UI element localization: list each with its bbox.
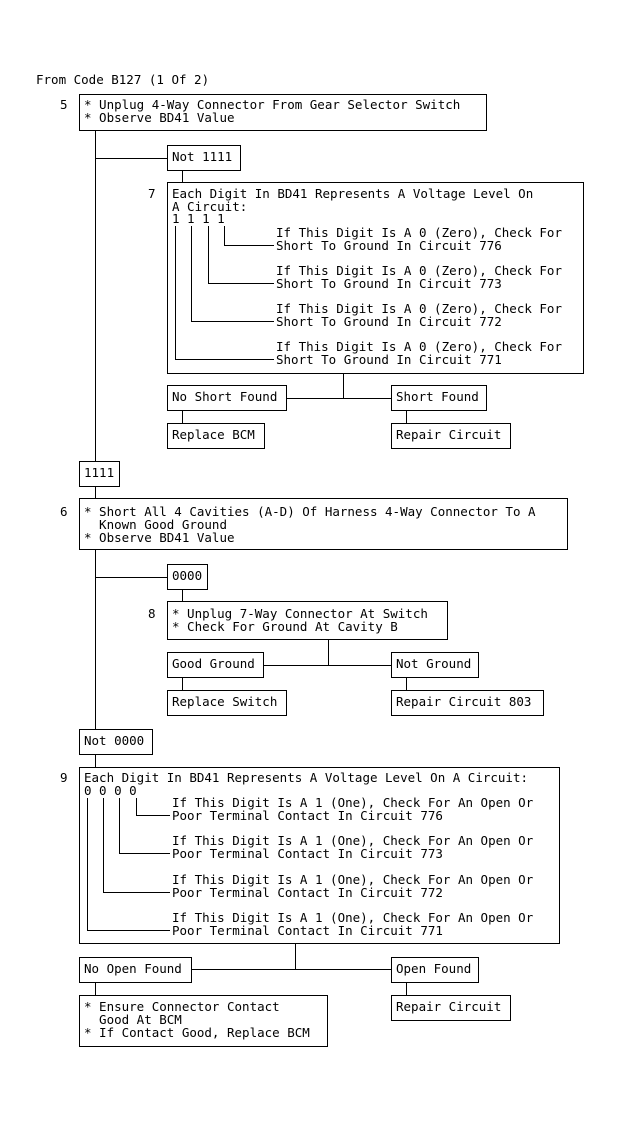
step-7-intro-1: Each Digit In BD41 Represents A Voltage … xyxy=(172,186,533,201)
step-7-check-773-line-2: Short To Ground In Circuit 773 xyxy=(276,276,502,291)
repair-circuit-box-2 xyxy=(391,995,511,1021)
step-7-check-776-line-2: Short To Ground In Circuit 776 xyxy=(276,238,502,253)
good-ground-label: Good Ground xyxy=(172,656,255,671)
step-7-check-773-line-1: If This Digit Is A 0 (Zero), Check For xyxy=(276,263,562,278)
ensure-contact-line-2: Good At BCM xyxy=(84,1012,182,1027)
step-9-digit-4-connector xyxy=(136,798,170,816)
step-8-line-1: * Unplug 7-Way Connector At Switch xyxy=(172,606,428,621)
step-7-check-771-line-2: Short To Ground In Circuit 771 xyxy=(276,352,502,367)
replace-bcm-label: Replace BCM xyxy=(172,427,255,442)
step-9-digit-1-connector xyxy=(87,798,170,931)
step-7-box xyxy=(167,182,584,374)
step-9-check-776-line-1: If This Digit Is A 1 (One), Check For An… xyxy=(172,795,534,810)
no-short-found-box xyxy=(167,385,287,411)
replace-switch-label: Replace Switch xyxy=(172,694,277,709)
not-1111-label: Not 1111 xyxy=(172,149,232,164)
step-9-intro: Each Digit In BD41 Represents A Voltage … xyxy=(84,770,528,785)
step-7-check-771-line-1: If This Digit Is A 0 (Zero), Check For xyxy=(276,339,562,354)
step-7-digits: 1 1 1 1 xyxy=(172,211,225,226)
step-5-box xyxy=(79,94,487,131)
not-0000-box xyxy=(79,729,153,755)
box-0000 xyxy=(167,564,208,590)
repair-circuit-box-1 xyxy=(391,423,511,449)
step-5-number: 5 xyxy=(60,97,68,112)
step-7-digit-4-connector xyxy=(224,226,274,246)
not-ground-box xyxy=(391,652,479,678)
step-8-box xyxy=(167,601,448,640)
step-9-box xyxy=(79,767,560,944)
not-1111-box xyxy=(167,145,241,171)
step-9-check-776-line-2: Poor Terminal Contact In Circuit 776 xyxy=(172,808,443,823)
no-open-found-box xyxy=(79,957,192,983)
box-1111 xyxy=(79,461,120,487)
no-open-found-label: No Open Found xyxy=(84,961,182,976)
open-found-box xyxy=(391,957,479,983)
step-5-line-2: * Observe BD41 Value xyxy=(84,110,235,125)
header-text: From Code B127 (1 Of 2) xyxy=(36,72,209,87)
step-8-line-2: * Check For Ground At Cavity B xyxy=(172,619,398,634)
step-9-check-773-line-2: Poor Terminal Contact In Circuit 773 xyxy=(172,846,443,861)
step-7-check-776-line-1: If This Digit Is A 0 (Zero), Check For xyxy=(276,225,562,240)
step-5-line-1: * Unplug 4-Way Connector From Gear Selec… xyxy=(84,97,460,112)
step-7-check-772-line-2: Short To Ground In Circuit 772 xyxy=(276,314,502,329)
label-1111: 1111 xyxy=(84,465,114,480)
no-short-found-label: No Short Found xyxy=(172,389,277,404)
step-6-line-1: * Short All 4 Cavities (A-D) Of Harness … xyxy=(84,504,536,519)
step-7-check-772-line-1: If This Digit Is A 0 (Zero), Check For xyxy=(276,301,562,316)
ensure-contact-line-3: * If Contact Good, Replace BCM xyxy=(84,1025,310,1040)
step-9-digit-2-connector xyxy=(103,798,170,893)
step-7-intro-2: A Circuit: xyxy=(172,199,247,214)
step-7-digit-2-connector xyxy=(191,226,274,322)
short-found-box xyxy=(391,385,487,411)
replace-switch-box xyxy=(167,690,287,716)
not-ground-label: Not Ground xyxy=(396,656,471,671)
not-0000-label: Not 0000 xyxy=(84,733,144,748)
replace-bcm-box xyxy=(167,423,265,449)
ensure-contact-box xyxy=(79,995,328,1047)
step-9-digit-3-connector xyxy=(119,798,170,854)
repair-803-label: Repair Circuit 803 xyxy=(396,694,531,709)
short-found-label: Short Found xyxy=(396,389,479,404)
repair-803-box xyxy=(391,690,544,716)
step-9-check-772-line-1: If This Digit Is A 1 (One), Check For An… xyxy=(172,872,534,887)
step-9-check-771-line-1: If This Digit Is A 1 (One), Check For An… xyxy=(172,910,534,925)
step-7-digit-3-connector xyxy=(208,226,274,284)
label-0000: 0000 xyxy=(172,568,202,583)
step-9-number: 9 xyxy=(60,770,68,785)
step-7-number: 7 xyxy=(148,186,156,201)
step-7-digit-1-connector xyxy=(175,226,274,360)
step-8-number: 8 xyxy=(148,606,156,621)
repair-circuit-label-1: Repair Circuit xyxy=(396,427,501,442)
step-9-check-772-line-2: Poor Terminal Contact In Circuit 772 xyxy=(172,885,443,900)
repair-circuit-label-2: Repair Circuit xyxy=(396,999,501,1014)
good-ground-box xyxy=(167,652,264,678)
step-6-line-2: Known Good Ground xyxy=(84,517,227,532)
step-9-check-771-line-2: Poor Terminal Contact In Circuit 771 xyxy=(172,923,443,938)
step-6-number: 6 xyxy=(60,504,68,519)
open-found-label: Open Found xyxy=(396,961,471,976)
step-6-box xyxy=(79,498,568,550)
step-9-digits: 0 0 0 0 xyxy=(84,783,137,798)
step-6-line-3: * Observe BD41 Value xyxy=(84,530,235,545)
ensure-contact-line-1: * Ensure Connector Contact xyxy=(84,999,280,1014)
step-9-check-773-line-1: If This Digit Is A 1 (One), Check For An… xyxy=(172,833,534,848)
